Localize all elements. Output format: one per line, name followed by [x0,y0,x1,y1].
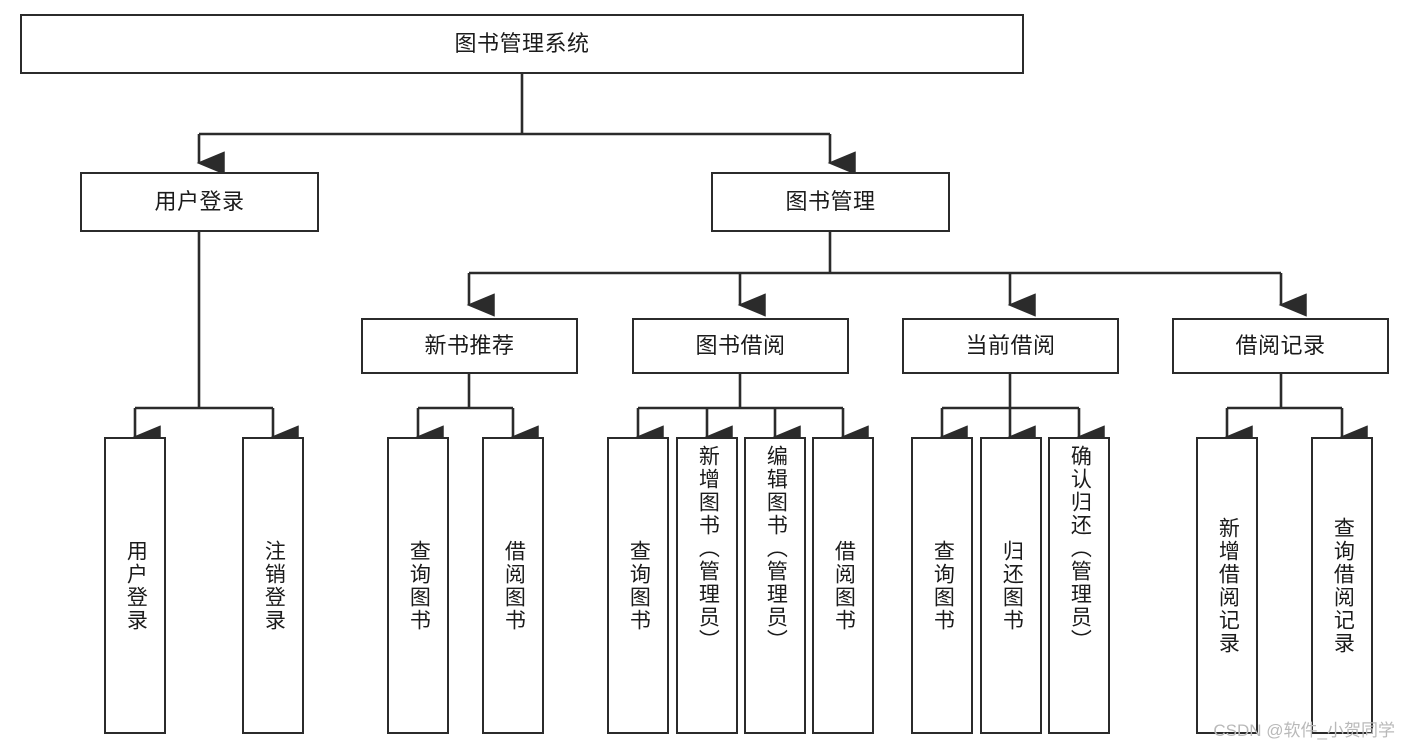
node-label: 查询图书 [407,539,431,632]
leaf-return-book[interactable]: 归还图书 [980,437,1042,734]
node-book-borrow[interactable]: 图书借阅 [632,318,849,374]
node-label: 借阅图书 [502,539,526,632]
csdn-watermark: CSDN @软件_小贺同学 [1213,721,1395,740]
node-label: 图书借阅 [695,333,786,359]
leaf-logout-login[interactable]: 注销登录 [242,437,304,734]
leaf-user-login[interactable]: 用户登录 [104,437,166,734]
leaf-add-book[interactable]: 新增图书（管理员） [676,437,738,734]
node-book-management[interactable]: 图书管理 [711,172,950,232]
node-label: 新增图书（管理员） [696,445,720,652]
leaf-query-book-borrow[interactable]: 查询图书 [607,437,669,734]
leaf-query-book-current[interactable]: 查询图书 [911,437,973,734]
leaf-query-book-recommend[interactable]: 查询图书 [387,437,449,734]
node-label: 用户登录 [124,539,148,632]
node-borrow-record[interactable]: 借阅记录 [1172,318,1389,374]
node-label: 归还图书 [1000,539,1024,632]
node-current-borrow[interactable]: 当前借阅 [902,318,1119,374]
node-label: 借阅记录 [1235,333,1326,359]
node-label: 借阅图书 [832,539,856,632]
node-label: 编辑图书（管理员） [764,445,788,652]
node-label: 新增借阅记录 [1216,516,1240,655]
leaf-query-borrow-record[interactable]: 查询借阅记录 [1311,437,1373,734]
node-user-login[interactable]: 用户登录 [80,172,319,232]
leaf-confirm-return[interactable]: 确认归还（管理员） [1048,437,1110,734]
node-label: 图书管理系统 [454,31,590,57]
node-root-system[interactable]: 图书管理系统 [20,14,1024,74]
leaf-borrow-book[interactable]: 借阅图书 [812,437,874,734]
node-label: 图书管理 [785,189,876,215]
node-label: 查询图书 [931,539,955,632]
node-label: 确认归还（管理员） [1068,445,1092,652]
leaf-edit-book[interactable]: 编辑图书（管理员） [744,437,806,734]
node-label: 注销登录 [262,539,286,632]
leaf-borrow-book-recommend[interactable]: 借阅图书 [482,437,544,734]
node-label: 查询借阅记录 [1331,516,1355,655]
node-label: 新书推荐 [424,333,515,359]
node-label: 查询图书 [627,539,651,632]
node-new-book-recommend[interactable]: 新书推荐 [361,318,578,374]
leaf-add-borrow-record[interactable]: 新增借阅记录 [1196,437,1258,734]
node-label: 当前借阅 [965,333,1056,359]
node-label: 用户登录 [154,189,245,215]
